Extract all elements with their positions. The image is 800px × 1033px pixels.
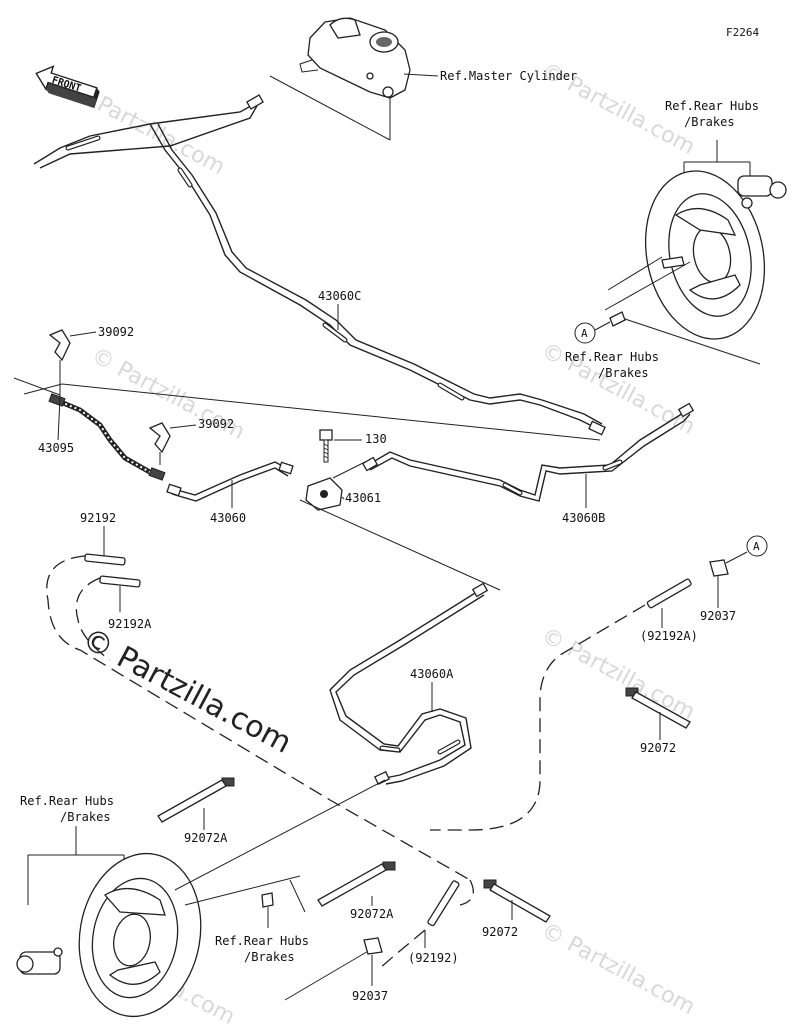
ref-rear-hubs-top-label-2: /Brakes [684, 115, 735, 129]
figure-code: F2264 [726, 26, 759, 39]
part-43060A-label: 43060A [410, 667, 454, 681]
joint-43061-icon [305, 477, 343, 511]
part-92072A-center-label: 92072A [350, 907, 394, 921]
ref-rear-hubs-bottom-left-label-2: /Brakes [60, 810, 111, 824]
hose-43095-icon [48, 393, 166, 481]
master-cylinder-icon [299, 17, 411, 99]
cable-tie-92072-right-icon [625, 687, 691, 729]
ref-rear-hubs-bottom-left-label: Ref.Rear Hubs [20, 794, 114, 808]
callout-a-top: A [581, 327, 588, 340]
ref-rear-hubs-bottom-center-label-2: /Brakes [244, 950, 295, 964]
clip-92037-right-icon [709, 559, 729, 577]
watermark-text: © Partzilla.com [537, 918, 699, 1020]
ref-rear-hubs-top-label: Ref.Rear Hubs [665, 99, 759, 113]
ref-rear-hubs-mid-label: Ref.Rear Hubs [565, 350, 659, 364]
part-92192-label: 92192 [80, 511, 116, 525]
part-43095-label: 43095 [38, 441, 74, 455]
clip-39092-left-icon [48, 329, 71, 362]
clip-92037-bottom-icon [363, 937, 383, 955]
part-92037-bottom-label: 92037 [352, 989, 388, 1003]
part-43060B-label: 43060B [562, 511, 605, 525]
ref-rear-hubs-bottom-center-label: Ref.Rear Hubs [215, 934, 309, 948]
ref-rear-hubs-mid-label-2: /Brakes [598, 366, 649, 380]
cable-tie-92072A-left-icon [157, 777, 235, 823]
bolt-130-icon [319, 429, 333, 463]
rear-brake-left-icon [16, 852, 202, 1018]
watermark-main-text: © Partzilla.com [76, 621, 297, 761]
part-130-label: 130 [365, 432, 387, 446]
part-43060-label: 43060 [210, 511, 246, 525]
clip-39092-right-icon [148, 422, 171, 454]
callout-a-bottom: A [753, 540, 760, 553]
ref-master-cylinder-label: Ref.Master Cylinder [440, 69, 577, 83]
rear-brake-right-icon [644, 170, 787, 340]
part-43060C-label: 43060C [318, 289, 361, 303]
part-92192A-label: 92192A [108, 617, 152, 631]
cable-tie-92072-bottom-icon [483, 879, 551, 923]
cable-tie-92072A-center-icon [317, 861, 396, 907]
part-92037-right-label: 92037 [700, 609, 736, 623]
part-92192-paren-label: (92192) [408, 951, 459, 965]
part-39092-left-label: 39092 [98, 325, 134, 339]
part-92072A-left-label: 92072A [184, 831, 228, 845]
front-arrow-icon: FRONT [35, 65, 100, 109]
part-39092-right-label: 39092 [198, 417, 234, 431]
part-43061-label: 43061 [345, 491, 381, 505]
part-92072-right-label: 92072 [640, 741, 676, 755]
part-92072-bottom-label: 92072 [482, 925, 518, 939]
part-92192A-paren-label: (92192A) [640, 629, 698, 643]
